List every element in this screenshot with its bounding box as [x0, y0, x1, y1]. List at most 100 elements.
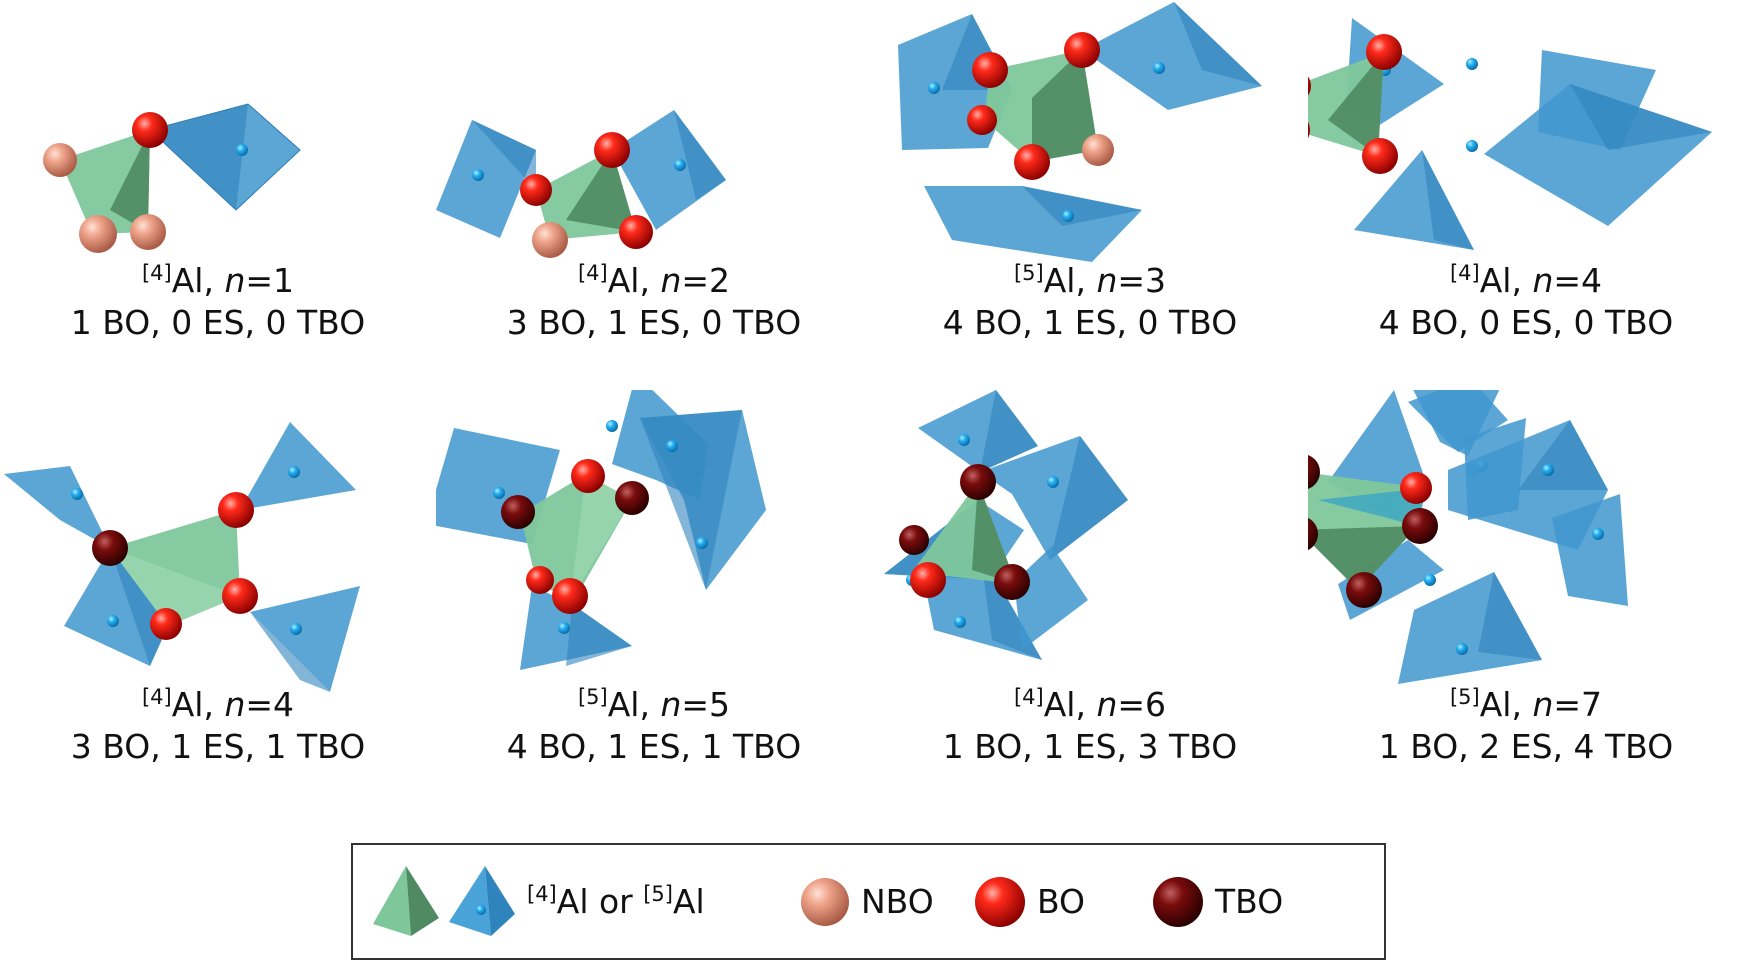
al-blue-tetrahedron [1082, 2, 1262, 110]
tbo-atom [1308, 455, 1320, 489]
al-blue-face [110, 548, 168, 666]
legend-item-al: [4]Al or [5]Al [371, 845, 705, 958]
panel-4: [4]Al, n=4 4 BO, 0 ES, 0 TBO [1308, 0, 1744, 483]
al4-green-face [972, 482, 1016, 584]
bo-atom [1366, 34, 1402, 70]
blue-atom [1466, 140, 1478, 152]
legend-label-al: [4]Al or [5]Al [527, 882, 705, 921]
caption-8: [5]Al, n=7 1 BO, 2 ES, 4 TBO [1378, 685, 1674, 766]
bo-atom [132, 112, 168, 148]
legend: [4]Al or [5]Al NBO BO TBO [351, 843, 1386, 960]
nbo-atom [130, 214, 166, 250]
bo-atom [967, 105, 997, 135]
structure-5 [4, 422, 360, 692]
bo-sphere-icon [975, 876, 1025, 927]
panel-7: [4]Al, n=6 1 BO, 1 ES, 3 TBO [872, 390, 1308, 873]
al-blue-pyramid [1552, 494, 1628, 606]
panel-3: [5]Al, n=3 4 BO, 1 ES, 0 TBO [872, 0, 1308, 483]
blue-atom [606, 420, 618, 432]
bo-atom [1014, 144, 1050, 180]
al-blue-face [640, 410, 742, 590]
nbo-atom [532, 222, 568, 258]
bo-atom [1400, 472, 1432, 504]
structure-2 [436, 110, 726, 258]
structure-3 [898, 2, 1262, 262]
al-blue-face [472, 120, 536, 190]
bo-atom [218, 492, 254, 528]
blue-atom [1047, 476, 1059, 488]
panel-1: [4]Al, n=1 1 BO, 0 ES, 0 TBO [0, 0, 436, 483]
al4-green-face [566, 150, 636, 232]
blue-atom [1424, 574, 1436, 586]
structure-6 [436, 390, 766, 670]
bo-atom [594, 132, 630, 168]
bo-atom [552, 578, 588, 614]
caption-5: [4]Al, n=4 3 BO, 1 ES, 1 TBO [70, 685, 366, 766]
al-blue-tetrahedron [1014, 546, 1088, 650]
al-blue-face [674, 110, 726, 200]
al-blue-tetrahedron [924, 186, 1142, 262]
tbo-atom [92, 530, 128, 566]
panel-5: [4]Al, n=4 3 BO, 1 ES, 1 TBO [0, 390, 436, 873]
al-blue-face [980, 390, 1038, 472]
blue-atom [558, 622, 570, 634]
tbo-atom [899, 525, 929, 555]
nbo-atom [79, 215, 117, 253]
bo-atom [1308, 121, 1310, 139]
structure-7 [884, 390, 1128, 660]
tbo-atom [1308, 517, 1318, 551]
caption-4: [4]Al, n=4 4 BO, 0 ES, 0 TBO [1378, 261, 1674, 342]
blue-tetrahedron-icon [449, 865, 515, 936]
al5-green-face [570, 474, 632, 600]
al4-green-face [1328, 52, 1384, 156]
al-blue-face [1022, 186, 1142, 226]
nbo-atom [43, 143, 77, 177]
bo-atom [1064, 32, 1100, 68]
bo-atom [520, 174, 552, 206]
blue-atom [1153, 62, 1165, 74]
blue-atom [472, 169, 484, 181]
bo-atom [571, 459, 605, 493]
legend-item-nbo: NBO [799, 845, 934, 958]
blue-atom [958, 434, 970, 446]
al-blue-tetrahedron [4, 466, 110, 548]
bo-atom [1362, 138, 1398, 174]
blue-atom [1466, 58, 1478, 70]
al-blue-face [1050, 436, 1128, 560]
blue-atom [236, 144, 248, 156]
bo-atom [910, 562, 946, 598]
al-blue-tetrahedron [250, 586, 360, 692]
legend-item-tbo: TBO [1151, 845, 1283, 958]
al5-green-face [1308, 526, 1418, 590]
tbo-atom [1346, 572, 1382, 608]
blue-atom [493, 487, 505, 499]
tbo-atom [501, 495, 535, 529]
tbo-atom [994, 564, 1030, 600]
panel-8: [5]Al, n=7 1 BO, 2 ES, 4 TBO [1308, 390, 1744, 873]
al-blue-face [1570, 84, 1712, 150]
blue-atom [290, 623, 302, 635]
al-blue-face [150, 104, 248, 210]
al-blue-face [1174, 2, 1262, 86]
blue-atom [954, 616, 966, 628]
bo-atom [222, 578, 258, 614]
al5-green-face [1318, 488, 1426, 526]
blue-atom [71, 488, 83, 500]
caption-2: [4]Al, n=2 3 BO, 1 ES, 0 TBO [506, 261, 802, 342]
al-blue-face [1478, 572, 1542, 660]
caption-3: [5]Al, n=3 4 BO, 1 ES, 0 TBO [942, 261, 1238, 342]
panel-2: [4]Al, n=2 3 BO, 1 ES, 0 TBO [436, 0, 872, 483]
bo-atom [972, 52, 1008, 88]
structure-4 [1308, 18, 1712, 250]
legend-label-nbo: NBO [861, 882, 934, 921]
blue-atom [674, 159, 686, 171]
blue-atom [288, 466, 300, 478]
al-blue-tetrahedron [612, 110, 726, 230]
legend-label-bo: BO [1037, 882, 1086, 921]
caption-1: [4]Al, n=1 1 BO, 0 ES, 0 TBO [70, 261, 366, 342]
blue-atom [1456, 643, 1468, 655]
blue-atom [666, 440, 678, 452]
blue-atom [928, 82, 940, 94]
tbo-atom [960, 464, 996, 500]
structure-8 [1308, 390, 1628, 684]
